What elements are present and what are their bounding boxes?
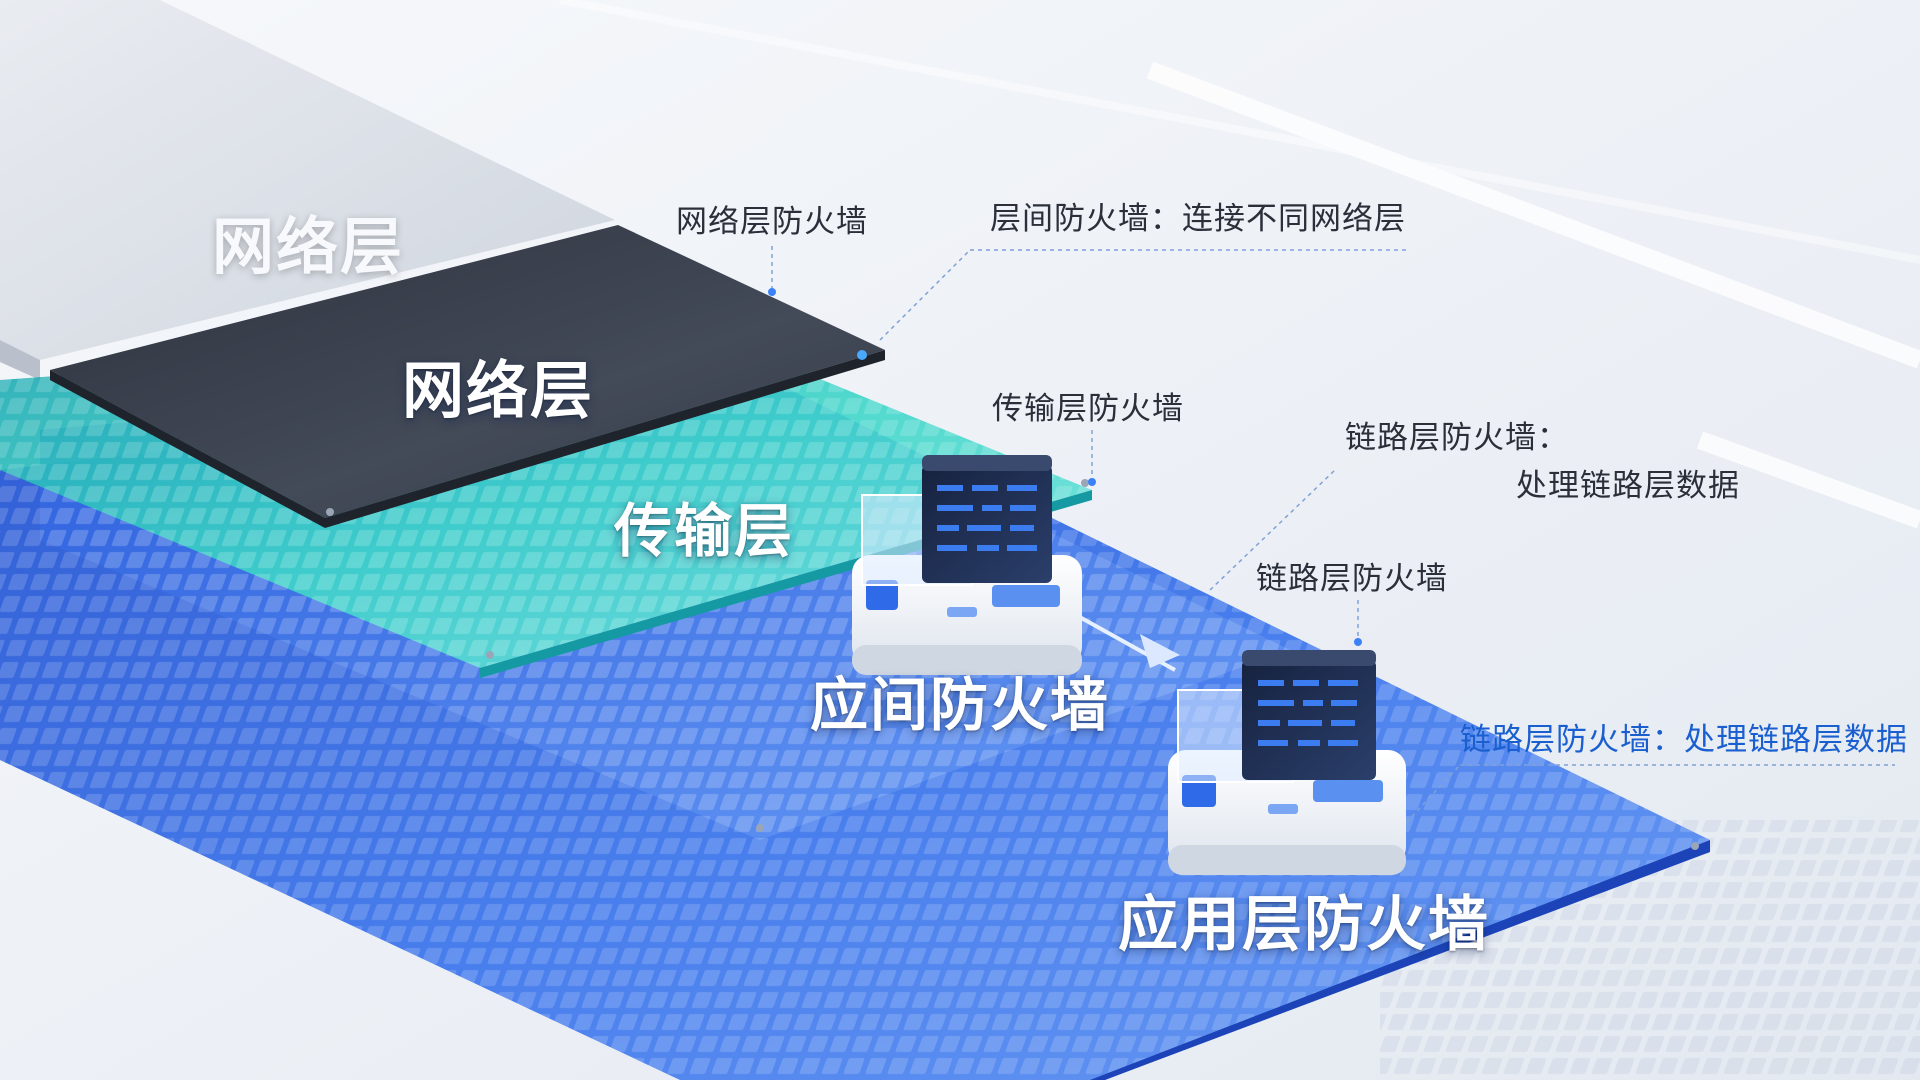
- grey-network-plate: [0, 0, 615, 360]
- transport-firewall-annotation: 传输层防火墙: [992, 391, 1184, 427]
- application-firewall-label: 应用层防火墙: [1118, 890, 1490, 960]
- link-firewall-desc-line1: 链路层防火墙：: [1345, 420, 1569, 456]
- background-floor-lines: [559, 0, 1920, 529]
- firewall-appliance-icon-2: [1168, 650, 1406, 875]
- link-layer-plate-edge: [1090, 840, 1710, 1080]
- inter-firewall-label: 应间防火墙: [810, 671, 1111, 739]
- dark-plate-indicator: [857, 350, 867, 360]
- dark-network-plate: [50, 225, 885, 518]
- link-firewall-annotation: 链路层防火墙: [1256, 561, 1448, 597]
- link-firewall-highlight-annotation: 链路层防火墙：处理链路层数据: [1460, 722, 1908, 758]
- dark-network-plate-edge: [50, 350, 885, 528]
- top-network-layer-label: 网络层: [212, 210, 405, 283]
- network-layer-label: 网络层: [402, 354, 595, 427]
- inter-layer-firewall-annotation: 层间防火墙：连接不同网络层: [990, 201, 1406, 237]
- network-firewall-annotation: 网络层防火墙: [676, 204, 868, 240]
- transport-layer-label: 传输层: [614, 497, 795, 565]
- link-firewall-desc-line2: 处理链路层数据: [1516, 468, 1740, 504]
- plate-screws: [326, 479, 1699, 850]
- grey-network-plate-edge: [0, 340, 40, 380]
- firewall-appliance-icon-1: [852, 455, 1082, 675]
